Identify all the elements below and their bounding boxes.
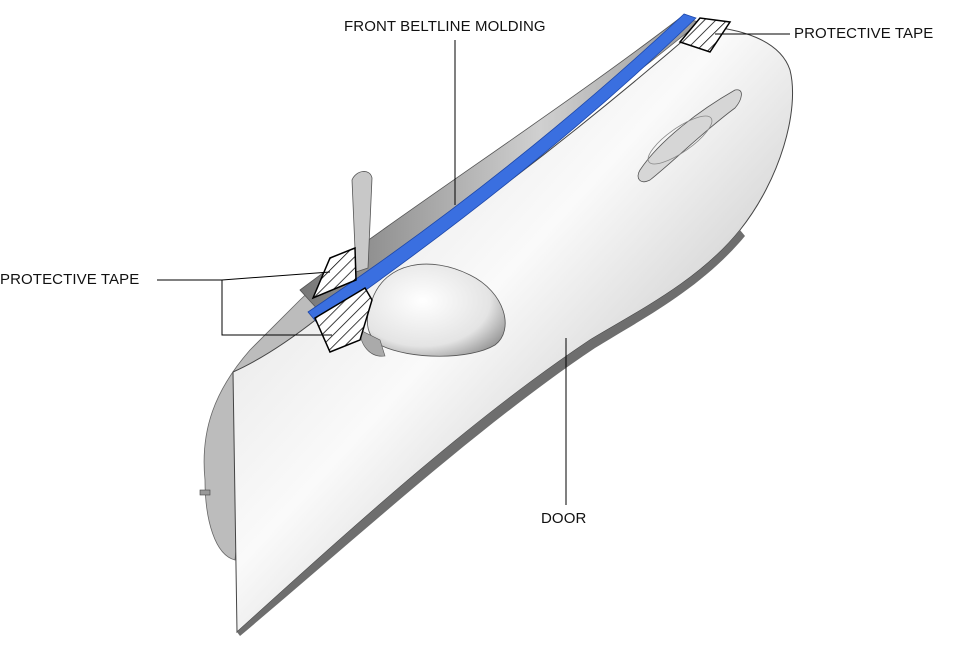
protective-tape-top [678, 17, 732, 53]
door-lower-edge [237, 230, 745, 636]
front-beltline-molding [307, 13, 697, 325]
label-protective-tape-top: PROTECTIVE TAPE [794, 25, 934, 42]
leader-lines [157, 33, 790, 505]
latch-pin [199, 489, 211, 496]
label-door: DOOR [541, 510, 587, 527]
mirror-stalk [351, 171, 373, 273]
protective-tape-lower-left [314, 286, 373, 353]
label-front-beltline-molding: FRONT BELTLINE MOLDING [344, 18, 546, 35]
label-protective-tape-left: PROTECTIVE TAPE [0, 271, 140, 288]
handle-recess [647, 115, 713, 165]
protective-tape-upper-left [311, 246, 357, 300]
